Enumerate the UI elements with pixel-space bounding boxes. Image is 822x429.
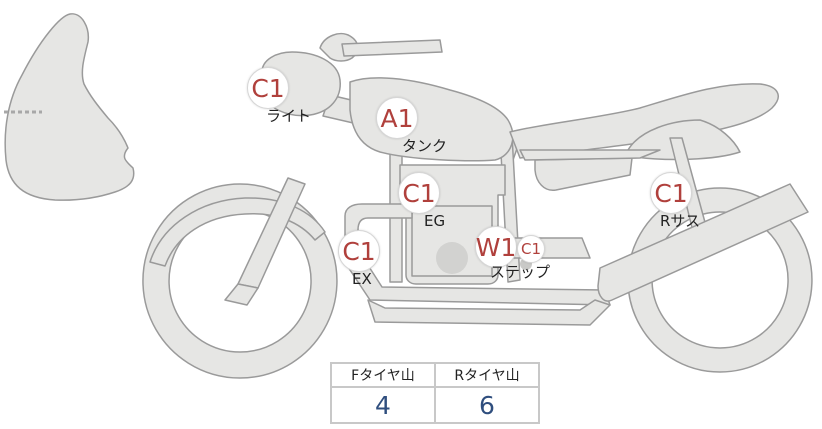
exhaust-header bbox=[344, 203, 413, 253]
rear-frame bbox=[519, 149, 661, 161]
exhaust-grade: C1 bbox=[342, 236, 376, 266]
exhaust-label: EX bbox=[352, 270, 372, 288]
engine-grade: C1 bbox=[402, 178, 436, 208]
tank-label: タンク bbox=[402, 137, 448, 155]
engine-cover-mark bbox=[436, 242, 468, 274]
swingarm bbox=[597, 183, 809, 302]
rear-suspension-grade-badge[interactable]: C1 bbox=[650, 172, 692, 214]
light-grade: C1 bbox=[251, 73, 285, 103]
rear-tire-header: Rタイヤ山 bbox=[434, 362, 540, 388]
rear-tire-value: 6 bbox=[434, 386, 540, 424]
frame-lower-rail bbox=[367, 299, 611, 326]
rear-suspension-grade: C1 bbox=[654, 178, 688, 208]
front-tire-value: 4 bbox=[330, 386, 436, 424]
step-sub-grade-badge[interactable]: C1 bbox=[517, 235, 545, 263]
step-grade-badge[interactable]: W1 bbox=[475, 226, 517, 268]
tank-grade-badge[interactable]: A1 bbox=[376, 97, 418, 139]
engine-grade-badge[interactable]: C1 bbox=[398, 172, 440, 214]
handlebar-grip bbox=[341, 39, 443, 57]
engine-cover bbox=[411, 205, 493, 277]
side-cover bbox=[534, 157, 633, 191]
tank-grade: A1 bbox=[380, 103, 414, 133]
seat bbox=[509, 83, 779, 159]
exhaust-grade-badge[interactable]: C1 bbox=[338, 230, 380, 272]
step-label: ステップ bbox=[490, 263, 551, 281]
windscreen-shape bbox=[4, 13, 135, 201]
rear-suspension-label: Rサス bbox=[660, 212, 701, 230]
front-fork-lower bbox=[224, 283, 259, 306]
tire-tread-table: Fタイヤ山 Rタイヤ山 4 6 bbox=[330, 362, 540, 424]
light-grade-badge[interactable]: C1 bbox=[247, 67, 289, 109]
engine-label: EG bbox=[424, 212, 446, 230]
front-tire-header: Fタイヤ山 bbox=[330, 362, 436, 388]
light-label: ライト bbox=[266, 107, 312, 125]
step-grade: W1 bbox=[475, 232, 517, 262]
step-sub-grade: C1 bbox=[520, 239, 542, 258]
